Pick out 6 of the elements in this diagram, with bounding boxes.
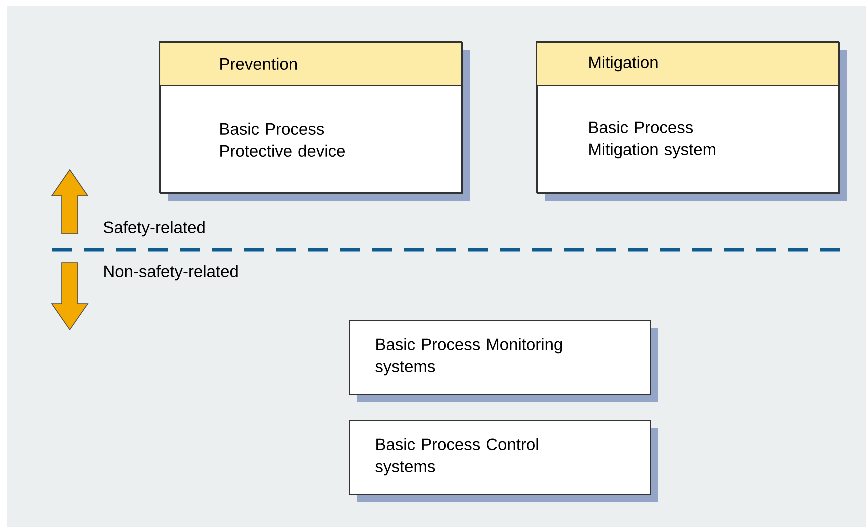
process-box: Basic Process Monitoring systems — [349, 320, 658, 402]
process-box: Basic Process Control systems — [349, 420, 658, 502]
zone-label: Safety-related — [104, 221, 205, 237]
titled-box: Mitigation Basic Process Mitigation system — [536, 42, 847, 201]
zone-label: Non-safety-related — [104, 265, 238, 281]
titled-box: Prevention Basic Process Protective device — [160, 42, 470, 201]
